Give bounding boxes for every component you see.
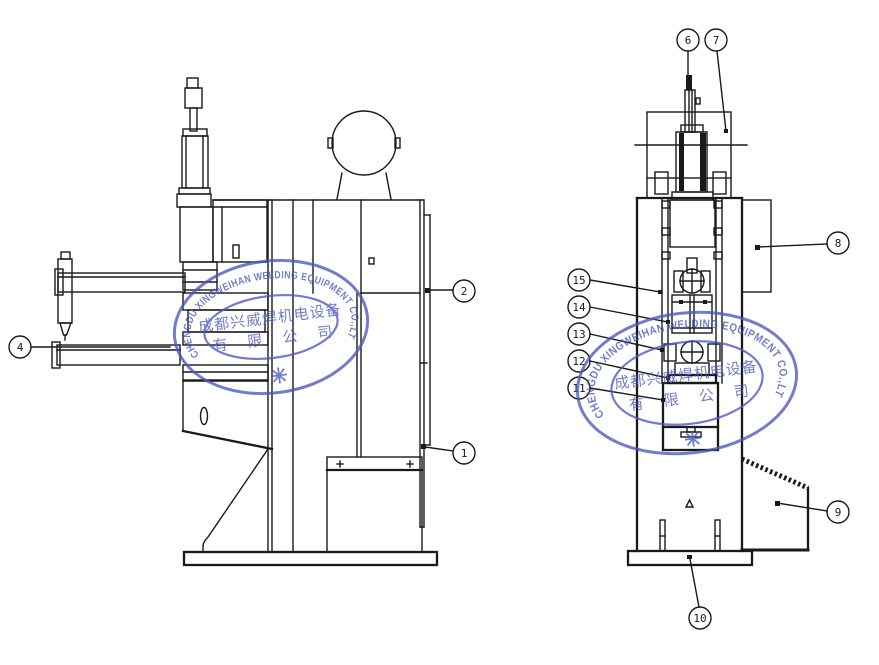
callout-10: 10 — [688, 558, 712, 630]
lower-arm — [51, 341, 181, 369]
callout-13-label: 13 — [572, 328, 585, 341]
callout-14-circle — [567, 295, 591, 319]
callout-2-label: 2 — [461, 285, 468, 298]
head-bracket — [212, 199, 268, 263]
callout-15-circle — [567, 268, 591, 292]
left-view-callouts: 4 2 1 — [8, 279, 476, 465]
callout-7: 7 — [704, 28, 728, 133]
slide-mechanism — [661, 197, 723, 385]
callout-10-label: 10 — [693, 612, 706, 625]
callout-1-circle — [452, 441, 476, 465]
callout-14: 14 — [567, 295, 670, 324]
callout-10-circle — [688, 606, 712, 630]
callout-15: 15 — [567, 268, 662, 294]
callout-15-label: 15 — [572, 274, 585, 287]
lower-box-front — [661, 381, 720, 452]
callout-8: 8 — [755, 231, 850, 255]
callout-7-label: 7 — [713, 34, 720, 47]
air-cylinder-side — [176, 77, 218, 291]
adjuster-wheel — [327, 110, 401, 200]
top-mounting-plate — [634, 111, 748, 199]
watermark-stamp-right: CHENGDU XINGWEIHAN WELDING EQUIPMENT CO.… — [575, 307, 799, 456]
callout-6: 6 — [676, 28, 700, 76]
stamp-star-icon — [270, 367, 288, 384]
air-cylinder-front — [654, 75, 727, 201]
stamp-star-icon — [684, 430, 701, 447]
callout-6-label: 6 — [685, 34, 692, 47]
callout-9: 9 — [775, 500, 850, 524]
callout-14-label: 14 — [572, 301, 586, 314]
base-plate-side — [182, 550, 439, 567]
callout-12: 12 — [567, 349, 670, 380]
callout-1: 1 — [421, 441, 476, 465]
right-view-drawing — [626, 75, 810, 567]
callout-2: 2 — [425, 279, 476, 303]
callout-2-circle — [452, 279, 476, 303]
callout-1-label: 1 — [461, 447, 468, 460]
callout-8-label: 8 — [835, 237, 842, 250]
callout-12-circle — [567, 349, 591, 373]
callout-8-circle — [826, 231, 850, 255]
callout-13: 13 — [567, 322, 664, 352]
right-view-callouts: 6 7 8 15 14 13 — [567, 28, 850, 630]
callout-7-circle — [704, 28, 728, 52]
callout-9-circle — [826, 500, 850, 524]
side-tray — [181, 380, 274, 553]
callout-13-circle — [567, 322, 591, 346]
front-tray — [740, 456, 810, 552]
callout-4-circle — [8, 335, 32, 359]
machine-body-side — [212, 199, 431, 553]
column-base-front — [626, 498, 754, 567]
callout-4-label: 4 — [17, 341, 24, 354]
callout-6-circle — [676, 28, 700, 52]
callout-12-label: 12 — [572, 355, 585, 368]
upper-arm — [54, 251, 186, 341]
pedestal-box — [325, 456, 424, 553]
callout-9-label: 9 — [835, 506, 842, 519]
callout-4: 4 — [8, 335, 171, 359]
